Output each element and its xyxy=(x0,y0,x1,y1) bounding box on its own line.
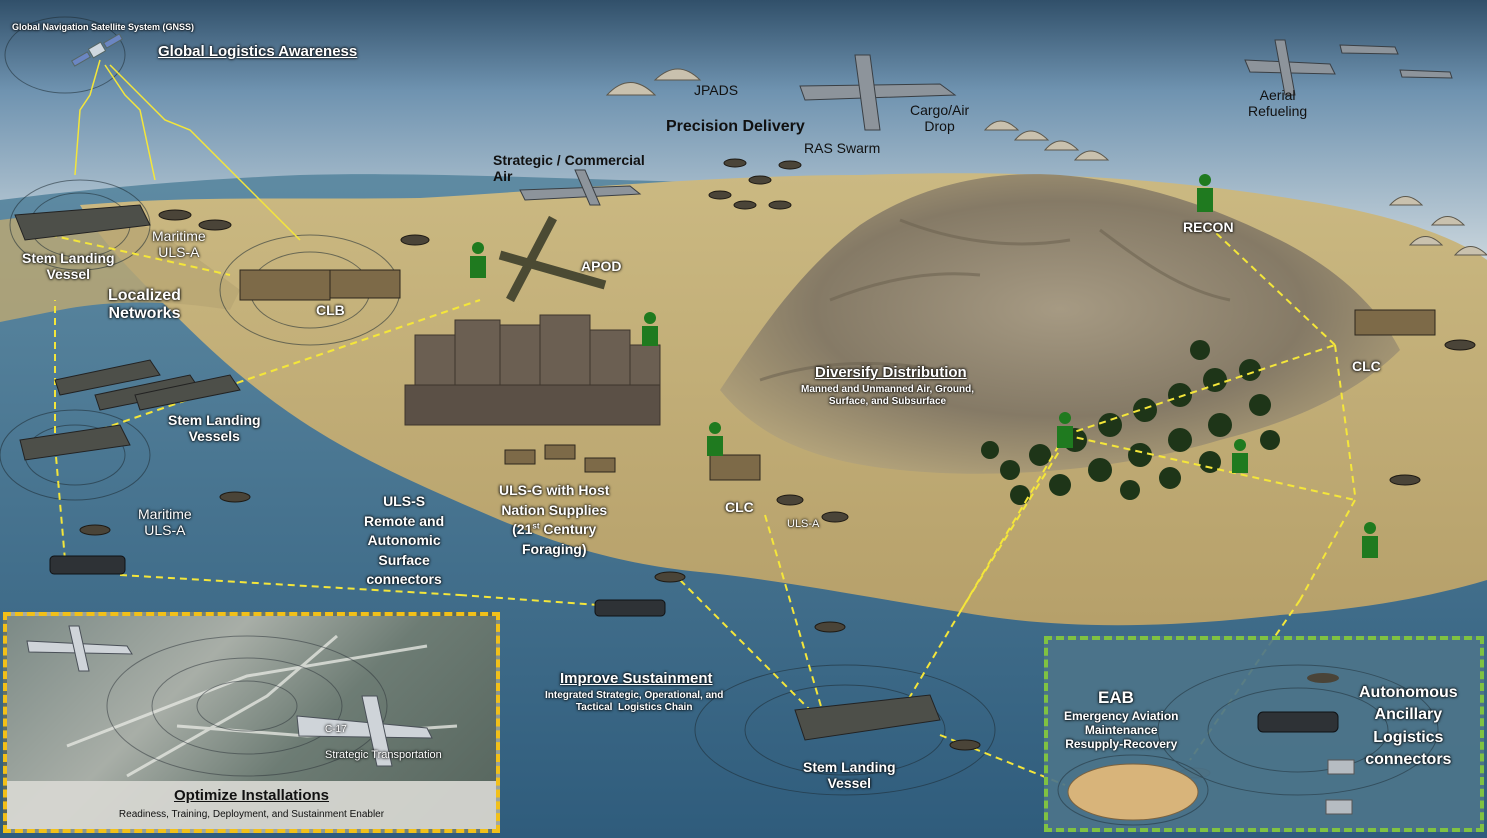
c17-label: C-17 xyxy=(325,724,347,736)
uls-a-mid-label: ULS-A xyxy=(787,518,819,531)
gnss-label: Global Navigation Satellite System (GNSS… xyxy=(12,22,194,32)
eab-title: EAB xyxy=(1098,688,1134,708)
uls-g-sup: st xyxy=(532,522,539,531)
uls-g-line1: ULS-G with Host Nation Supplies xyxy=(499,481,609,520)
clc-right-label: CLC xyxy=(1352,358,1381,374)
uls-g-line2-pre: (21 xyxy=(512,521,532,537)
autonomous-connectors-label: Autonomous Ancillary Logistics connector… xyxy=(1359,682,1458,772)
eab-panel: EAB Emergency Aviation Maintenance Resup… xyxy=(1044,636,1484,832)
uls-g-line2: (21st Century xyxy=(499,520,609,540)
localized-networks-heading: Localized Networks xyxy=(108,287,181,324)
diversify-distribution-subtitle: Manned and Unmanned Air, Ground, Surface… xyxy=(801,384,974,407)
optimize-installations-heading: Optimize Installations xyxy=(7,787,496,804)
uls-g-line3: Foraging) xyxy=(499,540,609,560)
global-logistics-heading: Global Logistics Awareness xyxy=(158,43,357,60)
recon-label: RECON xyxy=(1183,219,1234,235)
uls-g-line2-post: Century xyxy=(540,521,597,537)
clb-label: CLB xyxy=(316,302,345,318)
uls-s-label: ULS-S Remote and Autonomic Surface conne… xyxy=(364,492,444,590)
improve-sustainment-heading: Improve Sustainment xyxy=(560,670,713,687)
aircraft-icon xyxy=(27,626,432,766)
drone-icon xyxy=(1307,673,1339,683)
cargo-air-drop-label: Cargo/Air Drop xyxy=(910,102,969,134)
stem-landing-vessel-bottom-label: Stem Landing Vessel xyxy=(803,759,896,791)
precision-delivery-heading: Precision Delivery xyxy=(666,118,805,136)
helipad xyxy=(1068,764,1198,820)
jpads-label: JPADS xyxy=(694,82,738,98)
truck-icon xyxy=(1328,760,1354,774)
apod-label: APOD xyxy=(581,258,621,274)
eab-subtitle: Emergency Aviation Maintenance Resupply-… xyxy=(1064,710,1178,751)
maritime-uls-a-top-label: Maritime ULS-A xyxy=(152,228,206,260)
maritime-uls-a-bottom-label: Maritime ULS-A xyxy=(138,506,192,538)
truck-icon xyxy=(1326,800,1352,814)
improve-sustainment-subtitle: Integrated Strategic, Operational, and T… xyxy=(545,690,723,713)
strategic-transportation-label: Strategic Transportation xyxy=(325,749,442,762)
ras-swarm-label: RAS Swarm xyxy=(804,140,880,156)
strategic-commercial-air-label: Strategic / Commercial Air xyxy=(493,152,645,184)
uls-g-label: ULS-G with Host Nation Supplies (21st Ce… xyxy=(499,481,609,559)
diversify-distribution-heading: Diversify Distribution xyxy=(815,364,967,381)
aerial-refueling-label: Aerial Refueling xyxy=(1248,87,1307,119)
optimize-installations-panel: C-17 Strategic Transportation Optimize I… xyxy=(3,612,500,833)
optimize-installations-subtitle: Readiness, Training, Deployment, and Sus… xyxy=(7,809,496,821)
clc-mid-label: CLC xyxy=(725,499,754,515)
surface-connector-icon xyxy=(1258,712,1338,732)
stem-landing-vessel-top-label: Stem Landing Vessel xyxy=(22,250,115,282)
stem-landing-vessels-mid-label: Stem Landing Vessels xyxy=(168,412,261,444)
installations-footer: Optimize Installations Readiness, Traini… xyxy=(7,781,496,829)
